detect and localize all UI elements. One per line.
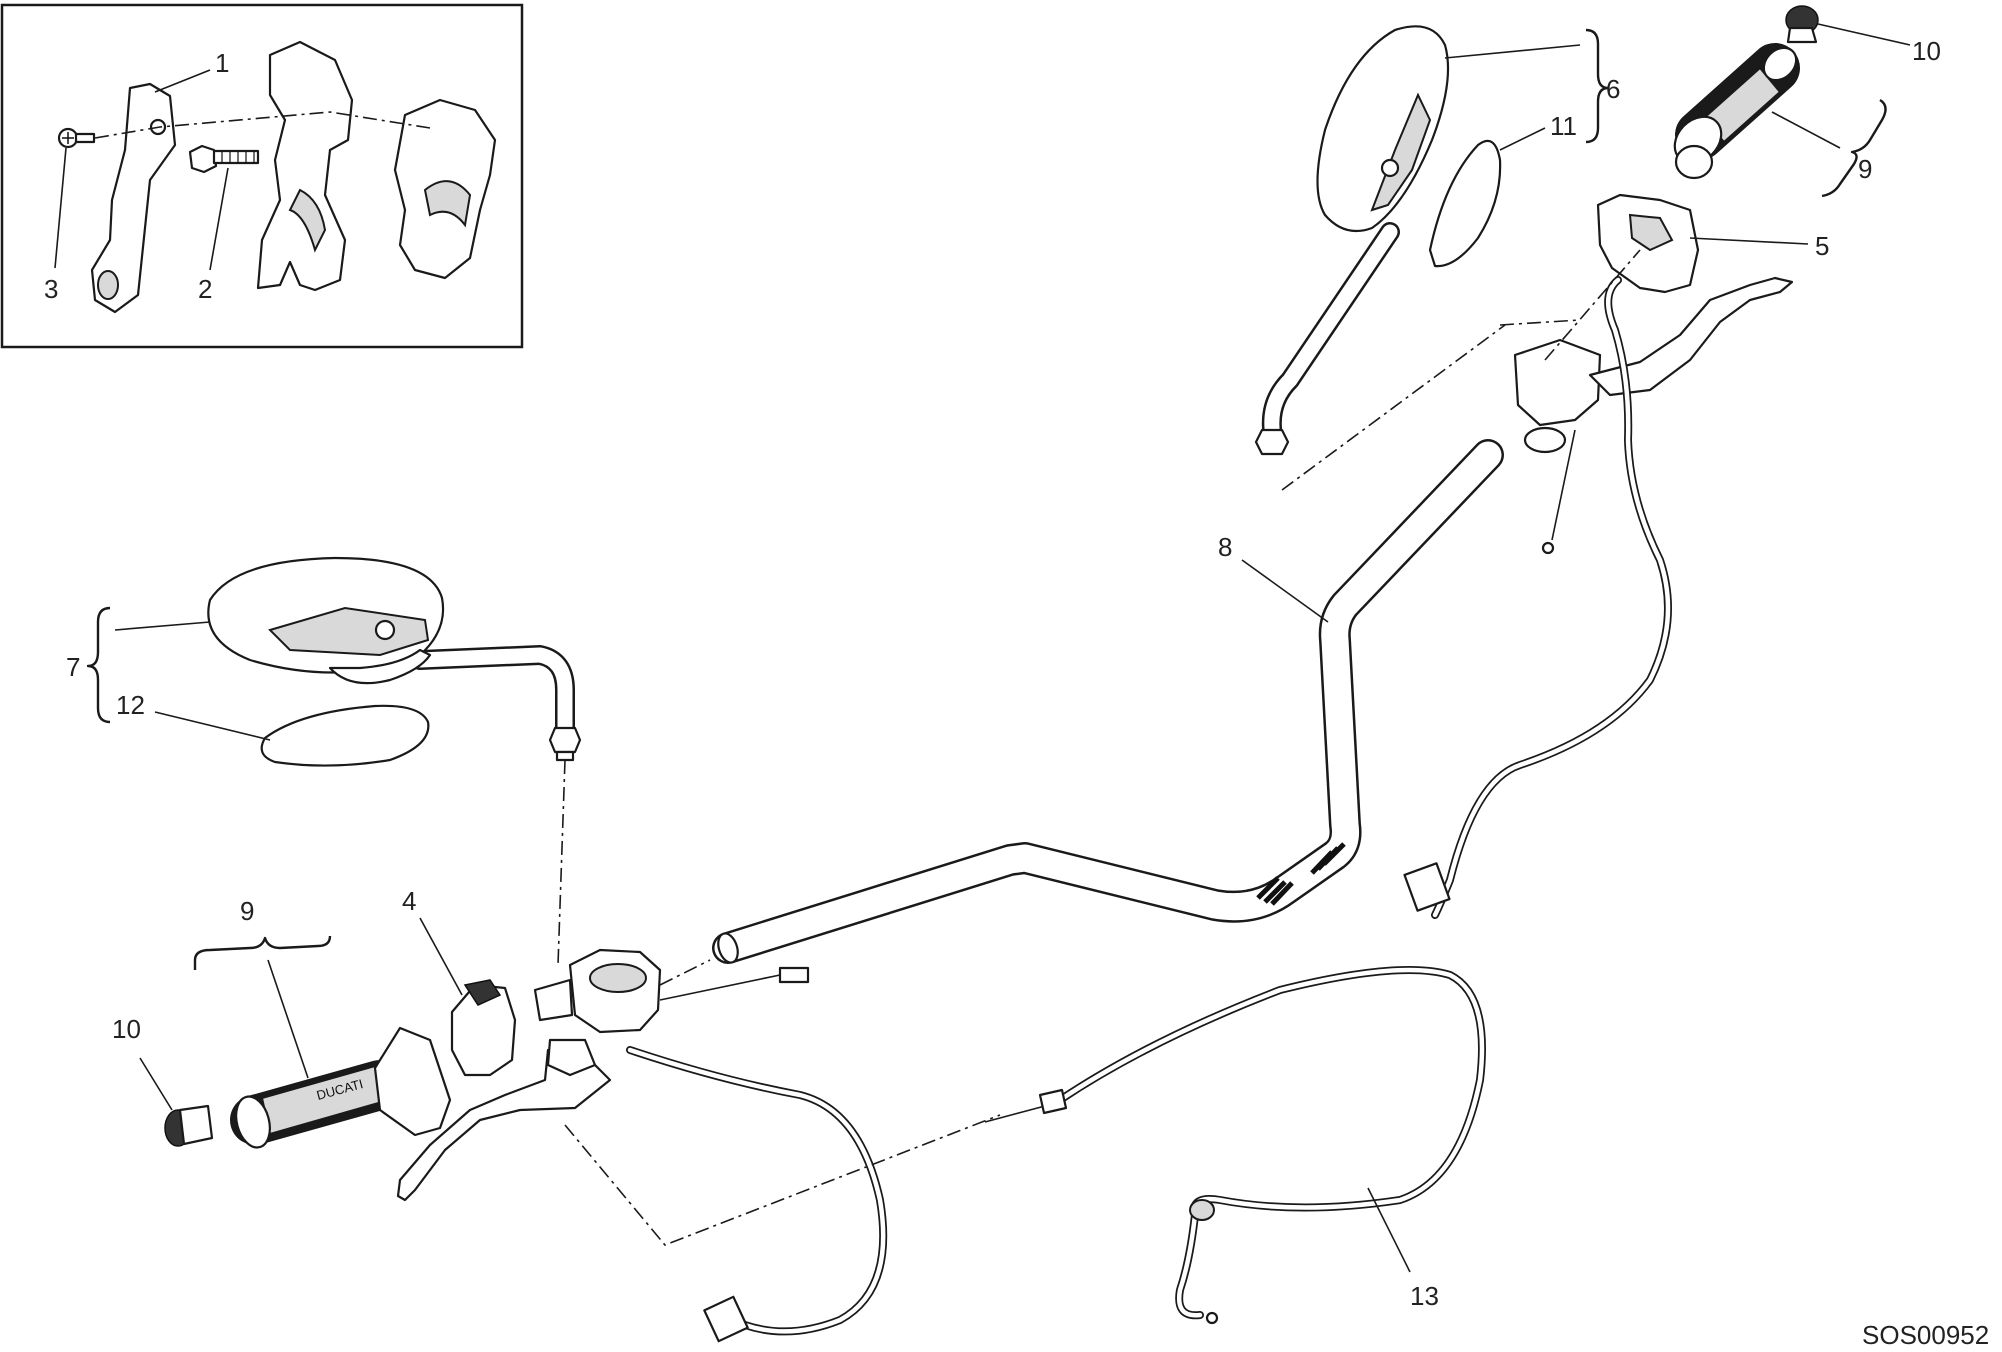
callout-13: 13 [1410, 1281, 1439, 1311]
right-wire-connector [1403, 862, 1451, 912]
callout-5: 5 [1815, 231, 1829, 261]
inset-assembly-axis [94, 111, 431, 139]
left-rod-end [778, 966, 810, 984]
leader-11 [1499, 127, 1546, 151]
callout-9-left: 9 [240, 896, 254, 926]
cap-shadow [423, 180, 472, 228]
left-mirror-nut [548, 726, 582, 762]
drawing-code: SOS00952 [1862, 1320, 1989, 1350]
handlebar-clamp-upper [256, 40, 354, 292]
right-mirror-cover-part-11 [1428, 139, 1502, 268]
right-end-weight-part-10 [1785, 5, 1819, 44]
left-mirror-brace [86, 606, 111, 724]
leader-10-right [1817, 23, 1911, 46]
leader-9-right [1771, 111, 1841, 149]
left-mc-clamp [533, 978, 574, 1022]
callout-10-right: 10 [1912, 36, 1941, 66]
right-grip-part-9 [1673, 43, 1800, 180]
bolt-part-2 [188, 144, 260, 174]
right-mirror-shell [1316, 25, 1450, 233]
left-switch-wire [626, 1046, 888, 1336]
leader-5 [1689, 237, 1809, 245]
leader-4 [419, 917, 463, 996]
right-mirror-glass-back [1370, 92, 1432, 212]
leader-7 [114, 621, 211, 631]
right-switch-button [1628, 213, 1674, 252]
leader-9-left [267, 959, 309, 1079]
callout-1: 1 [215, 48, 229, 78]
right-switch-axis [1544, 249, 1641, 361]
leader-6 [1444, 44, 1581, 59]
callout-10-left: 10 [112, 1014, 141, 1044]
bracket-hole-lower [97, 270, 119, 300]
right-mirror-axis-2 [1499, 319, 1581, 326]
left-mirror-part-7: 7 12 [66, 556, 582, 767]
left-mirror-axis [557, 759, 566, 966]
left-brake-lever [396, 1048, 612, 1202]
leader-12 [154, 711, 271, 741]
screw-part-3 [57, 127, 96, 149]
right-grip-brace [1821, 98, 1887, 198]
inset-panel: 1 2 3 [0, 3, 524, 349]
left-cable-axis [564, 1114, 1001, 1246]
left-mirror-glass-back [268, 606, 430, 657]
right-clutch-lever [1588, 276, 1794, 397]
callout-4: 4 [402, 886, 416, 916]
left-switch-button [463, 979, 502, 1006]
left-controls: DUCATI 9 10 4 [112, 759, 1001, 1343]
right-mirror-part-6: 6 11 [1254, 25, 1620, 456]
inset-leader-1 [154, 69, 211, 93]
right-mirror-brace [1585, 28, 1610, 144]
clamp-shadow [288, 188, 327, 253]
mirror-bracket-plate [90, 82, 177, 314]
left-grip-brace [193, 935, 332, 970]
inset-leader-3 [54, 147, 67, 269]
callout-7: 7 [66, 652, 80, 682]
callout-2: 2 [198, 274, 212, 304]
callout-11: 11 [1550, 111, 1577, 141]
right-controls: 10 9 5 [1281, 5, 1941, 919]
callout-6: 6 [1606, 74, 1620, 104]
right-brake-switch-wire [1551, 429, 1576, 541]
leader-8 [1241, 559, 1329, 623]
left-grip-part-9: DUCATI [230, 1026, 452, 1149]
left-wire-connector [703, 1295, 749, 1343]
handlebar-part-8 [712, 439, 1504, 964]
left-handlebar-axis [659, 959, 711, 986]
right-mirror-axis [1281, 324, 1506, 491]
cable-adjuster [1189, 1199, 1215, 1221]
callout-3: 3 [44, 274, 58, 304]
leader-13 [1367, 1187, 1411, 1273]
leader-10-left [139, 1057, 173, 1111]
cable-end-nipple [1205, 1311, 1219, 1325]
callout-9-right: 9 [1858, 154, 1872, 184]
callout-8: 8 [1218, 532, 1232, 562]
right-master-cylinder [1513, 338, 1602, 427]
left-mirror-cover-part-12 [260, 704, 430, 767]
left-lever-pivot [546, 1038, 597, 1077]
inset-leader-2 [209, 167, 229, 271]
left-mirror-housing [328, 648, 432, 685]
right-mirror-nut [1254, 428, 1290, 456]
cable-ferrule [1038, 1088, 1068, 1115]
throttle-cable-part-13: 13 [984, 966, 1486, 1325]
left-rod [659, 974, 781, 1001]
left-end-weight-part-10 [164, 1104, 214, 1147]
callout-12: 12 [116, 690, 145, 720]
